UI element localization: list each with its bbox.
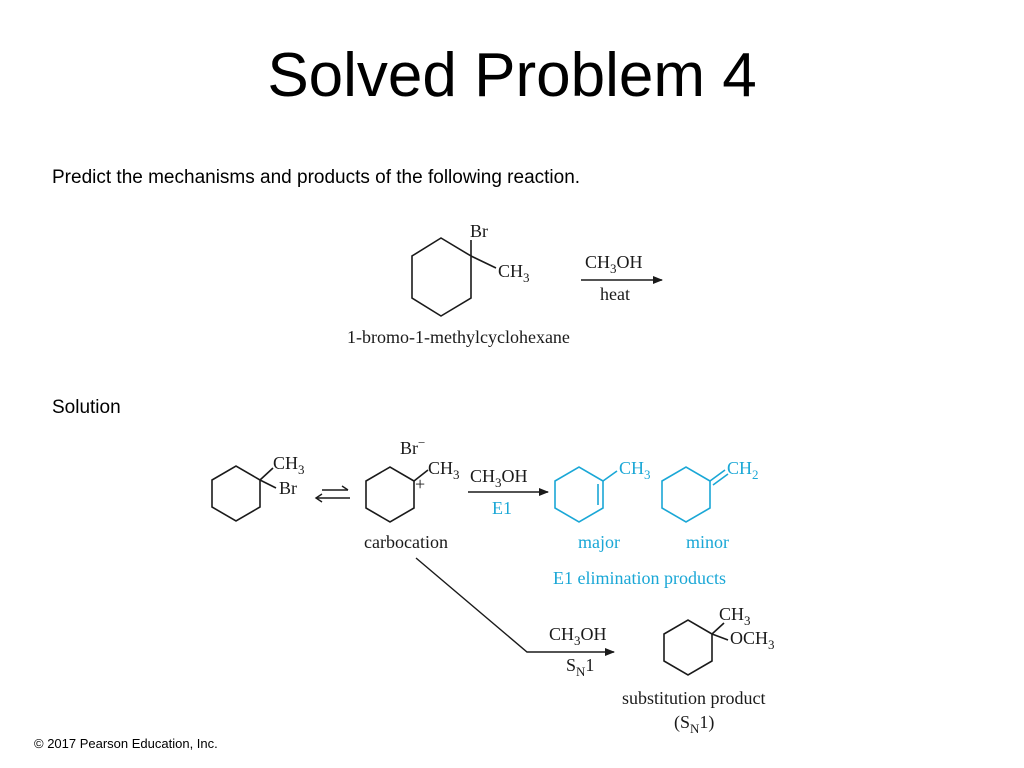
substitution-product-ch3-bond: [711, 622, 725, 635]
carbocation-label: carbocation: [364, 532, 448, 552]
carbocation-br-ion: Br−: [400, 435, 425, 458]
substitution-product-och3-bond: [711, 633, 729, 641]
substitution-product-ring: [663, 619, 713, 676]
major-product-ch3-bond: [602, 470, 618, 482]
problem-prompt: Predict the mechanisms and products of t…: [52, 167, 581, 188]
reactant-cyclohexane-ring: [411, 237, 472, 317]
e1-products-label: E1 elimination products: [553, 568, 726, 588]
minor-product-exo-bond-1: [709, 469, 726, 482]
substitution-mechanism-label: (SN1): [674, 712, 714, 736]
major-product-ch3-label: CH3: [619, 458, 651, 482]
reactant-ch3-bond: [470, 255, 497, 269]
start-br-bond: [259, 479, 277, 489]
start-ch3-bond: [259, 467, 274, 481]
minor-product-structure: [661, 466, 729, 523]
minor-product-ch2-label: CH2: [727, 458, 759, 482]
start-structure: [211, 465, 277, 522]
slide-title: Solved Problem 4: [267, 41, 757, 110]
equilibrium-arrows: [314, 485, 350, 503]
carbocation-ch3-label: CH3: [428, 458, 460, 482]
sn1-reagent: CH3OH: [549, 624, 607, 648]
substitution-product-label: substitution product: [622, 688, 766, 708]
major-label: major: [578, 532, 620, 552]
reaction-condition: heat: [600, 284, 630, 304]
sn1-arrow: [415, 557, 615, 656]
sn1-label: SN1: [566, 655, 594, 679]
reactant-structure: [411, 237, 497, 317]
minor-product-exo-bond-2: [712, 473, 729, 486]
start-cyclohexane-ring: [211, 465, 261, 522]
minor-product-ring: [661, 466, 711, 523]
carbocation-structure: [365, 466, 429, 523]
e1-label: E1: [492, 498, 512, 518]
start-ch3-label: CH3: [273, 453, 305, 477]
reactant-br-label: Br: [470, 221, 488, 241]
start-br-label: Br: [279, 478, 297, 498]
substitution-product-och3-label: OCH3: [730, 628, 775, 652]
reactant-ch3-label: CH3: [498, 261, 530, 285]
reaction-reagent: CH3OH: [585, 252, 643, 276]
minor-label: minor: [686, 532, 729, 552]
solution-heading: Solution: [52, 397, 121, 418]
carbocation-ring: [365, 466, 415, 523]
substitution-product-ch3-label: CH3: [719, 604, 751, 628]
substitution-product-structure: [663, 619, 729, 676]
copyright-notice: © 2017 Pearson Education, Inc.: [34, 736, 218, 751]
e1-reagent: CH3OH: [470, 466, 528, 490]
major-product-structure: [554, 466, 618, 523]
reactant-name: 1-bromo-1-methylcyclohexane: [347, 327, 570, 347]
major-product-ring: [554, 466, 604, 523]
carbocation-charge: +: [415, 474, 425, 494]
carbocation-ch3-bond: [413, 469, 429, 482]
